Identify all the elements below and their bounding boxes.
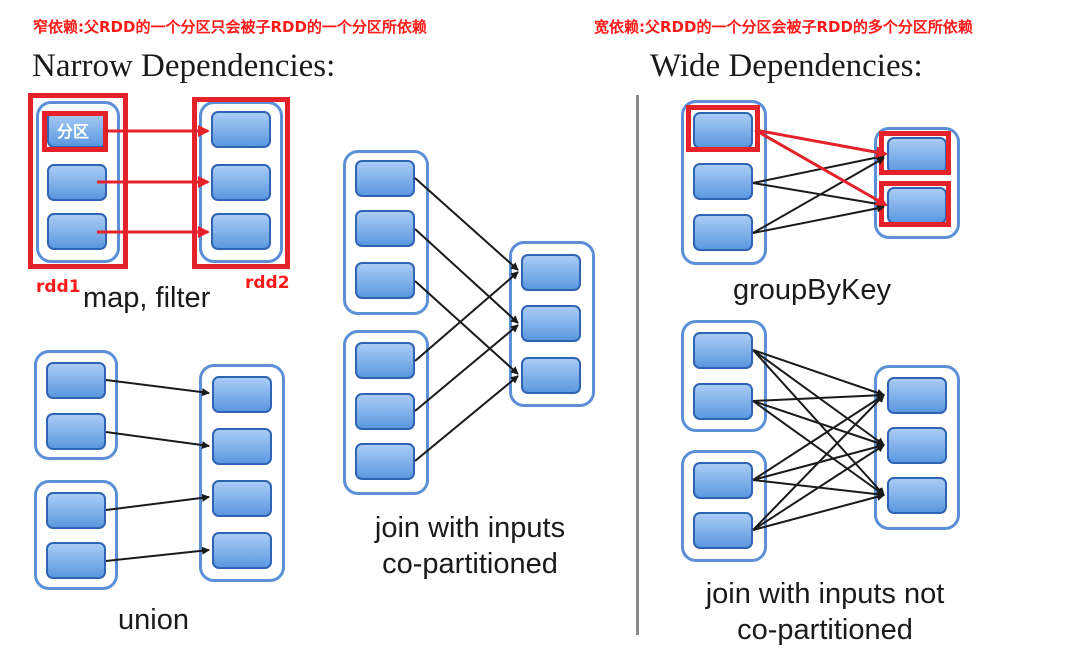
join-not-copartitioned-caption-line2: co-partitioned [737, 614, 913, 646]
partition [46, 413, 106, 450]
arrow [752, 153, 885, 184]
arrow [752, 400, 885, 496]
arrow [752, 349, 885, 397]
partition [355, 443, 415, 480]
join-copartitioned-caption-line1: join with inputs [374, 512, 566, 544]
partition [212, 376, 272, 413]
arrow [754, 128, 888, 207]
arrow [105, 379, 210, 397]
partition [355, 210, 415, 247]
arrow [105, 493, 210, 511]
groupbykey-partition-highlight [686, 105, 760, 152]
wide-dependencies-heading: Wide Dependencies: [650, 48, 923, 84]
groupbykey-caption: groupByKey [733, 274, 891, 306]
arrow [752, 157, 885, 234]
partition [212, 428, 272, 465]
partition [212, 480, 272, 517]
partition [521, 254, 581, 291]
arrow [752, 394, 885, 531]
arrow [752, 391, 885, 402]
partition [355, 393, 415, 430]
partition [355, 160, 415, 197]
arrow [414, 280, 519, 375]
arrow [752, 444, 885, 531]
arrow [754, 128, 888, 159]
partition [693, 462, 753, 499]
partition [211, 111, 271, 148]
narrow-dependencies-heading: Narrow Dependencies: [32, 48, 336, 84]
partition [887, 427, 947, 464]
partition-highlight [42, 111, 108, 152]
partition [887, 377, 947, 414]
join-not-copartitioned-arrows [752, 349, 885, 531]
partition [212, 532, 272, 569]
join-not-copartitioned-caption-line1: join with inputs not [705, 578, 945, 610]
rdd1-label: rdd1 [36, 277, 81, 297]
section-divider [636, 95, 639, 635]
arrow [752, 400, 885, 447]
partition [693, 214, 753, 251]
join-copartitioned-caption: join with inputs co-partitioned [340, 510, 600, 582]
join-not-copartitioned-caption: join with inputs not co-partitioned [680, 576, 970, 648]
partition [355, 262, 415, 299]
arrow [752, 394, 885, 481]
arrow [414, 324, 519, 412]
narrow-dependency-note: 窄依赖:父RDD的一个分区只会被子RDD的一个分区所依赖 [33, 18, 427, 36]
arrow [105, 431, 210, 450]
rdd2-label: rdd2 [245, 273, 290, 293]
partition [693, 383, 753, 420]
partition [211, 213, 271, 250]
arrow [414, 228, 519, 324]
partition [521, 357, 581, 394]
partition [693, 332, 753, 369]
arrow [414, 177, 519, 271]
arrow [752, 204, 885, 234]
partition [887, 477, 947, 514]
map-filter-caption: map, filter [83, 282, 211, 314]
partition [521, 305, 581, 342]
partition [46, 542, 106, 579]
partition [211, 164, 271, 201]
arrow [414, 375, 519, 462]
arrow [414, 271, 519, 362]
union-caption: union [118, 604, 189, 636]
arrow [752, 492, 885, 531]
partition [46, 492, 106, 529]
partition [46, 362, 106, 399]
partition [355, 342, 415, 379]
partition-label: 分区 [57, 122, 90, 141]
arrow [105, 546, 210, 562]
arrow [752, 182, 885, 208]
partition [693, 512, 753, 549]
join-copartitioned-caption-line2: co-partitioned [382, 548, 558, 580]
partition [693, 163, 753, 200]
wide-dependency-note: 宽依赖:父RDD的一个分区会被子RDD的多个分区所依赖 [594, 18, 973, 36]
